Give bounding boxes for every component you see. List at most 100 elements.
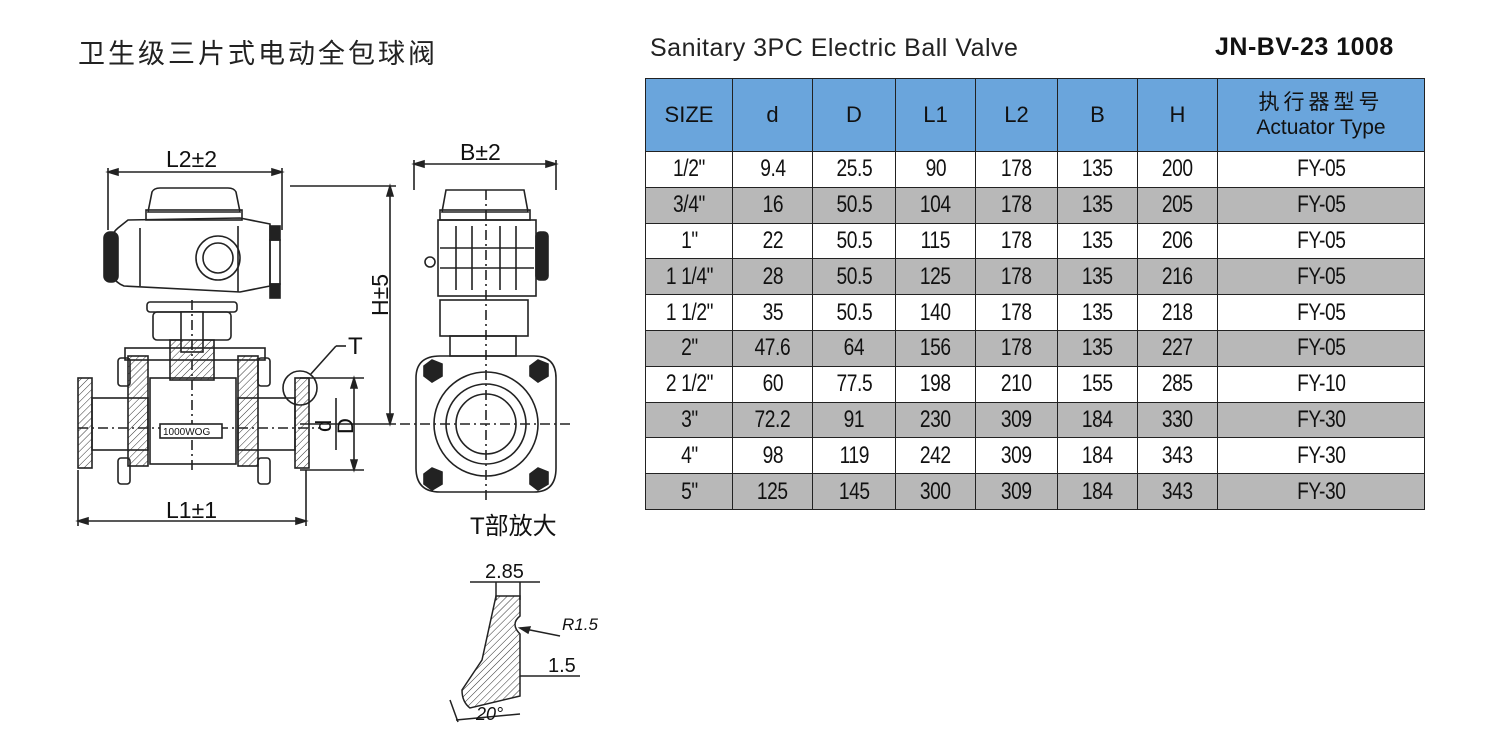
valve-technical-drawing: L2±2 B±2 H±5 T d D 1000WOG L1±1 T部放大 2.8… — [75, 139, 598, 724]
cell-text: 50.5 — [836, 298, 872, 326]
cell-text: 119 — [839, 441, 869, 469]
header-actuator-cn: 执行器型号 — [1258, 90, 1384, 114]
cell-text: FY-05 — [1296, 226, 1346, 254]
cell-l2: 178 — [975, 329, 1058, 367]
cell-D: 50.5 — [812, 186, 896, 224]
cell-actuator: FY-30 — [1217, 437, 1425, 475]
cell-d: 125 — [732, 473, 813, 510]
cell-text: FY-05 — [1296, 262, 1346, 290]
cell-text: 2" — [680, 334, 698, 362]
detail-285-label: 2.85 — [485, 561, 524, 583]
cell-text: 178 — [1001, 262, 1032, 290]
cell-l2: 309 — [975, 473, 1058, 510]
cell-d: 16 — [732, 186, 813, 224]
cell-text: 77.5 — [836, 370, 872, 398]
cell-text: 2 1/2" — [665, 370, 713, 398]
cell-text: 72.2 — [754, 405, 791, 433]
cell-size: 4" — [645, 437, 733, 475]
cell-actuator: FY-05 — [1217, 222, 1425, 260]
cell-size: 1 1/4" — [645, 258, 733, 296]
cell-text: FY-05 — [1296, 155, 1346, 183]
cell-text: 145 — [838, 477, 870, 505]
cell-d: 98 — [732, 437, 813, 475]
cell-D: 64 — [812, 329, 896, 367]
cell-size: 2" — [645, 329, 733, 367]
cell-text: 205 — [1162, 191, 1193, 219]
cell-b: 184 — [1057, 401, 1138, 439]
cell-text: 25.5 — [836, 155, 872, 183]
cell-actuator: FY-05 — [1217, 151, 1425, 188]
cell-text: 206 — [1162, 226, 1193, 254]
cell-text: 60 — [762, 370, 783, 398]
cell-l2: 178 — [975, 222, 1058, 260]
cell-text: 135 — [1082, 334, 1113, 362]
cell-size: 3" — [645, 401, 733, 439]
cell-text: 218 — [1162, 298, 1193, 326]
cell-text: 3" — [680, 405, 698, 433]
cell-text: 35 — [762, 298, 783, 326]
cell-h: 216 — [1137, 258, 1218, 296]
cell-d: 60 — [732, 365, 813, 403]
cell-h: 200 — [1137, 151, 1218, 188]
dim-d-small-label: d — [311, 420, 336, 432]
header-d: d — [732, 78, 813, 152]
title-english: Sanitary 3PC Electric Ball Valve — [650, 34, 1019, 62]
dim-l2-label: L2±2 — [166, 146, 217, 172]
cell-h: 227 — [1137, 329, 1218, 367]
cell-D: 50.5 — [812, 222, 896, 260]
cell-text: FY-30 — [1296, 477, 1346, 505]
cell-actuator: FY-30 — [1217, 401, 1425, 439]
cell-h: 330 — [1137, 401, 1218, 439]
cell-d: 47.6 — [732, 329, 813, 367]
cell-h: 206 — [1137, 222, 1218, 260]
cell-b: 135 — [1057, 294, 1138, 331]
cell-size: 1" — [645, 222, 733, 260]
cell-text: FY-05 — [1296, 298, 1346, 326]
title-chinese: 卫生级三片式电动全包球阀 — [78, 39, 438, 70]
cell-text: 22 — [762, 226, 783, 254]
header-l2: L2 — [975, 78, 1058, 152]
cell-text: 91 — [843, 405, 865, 433]
header-actuator-en: Actuator Type — [1256, 116, 1386, 139]
cell-text: 178 — [1001, 298, 1032, 326]
table-header-row: SIZE d D L1 L2 B H 执行器型号 Actuator Type — [645, 78, 1425, 152]
cell-l1: 115 — [895, 222, 976, 260]
cell-text: 178 — [1001, 226, 1032, 254]
cell-b: 135 — [1057, 329, 1138, 367]
cell-text: 1/2" — [673, 155, 705, 183]
cell-d: 35 — [732, 294, 813, 331]
cell-l1: 242 — [895, 437, 976, 475]
cell-l2: 178 — [975, 294, 1058, 331]
cell-text: 309 — [1001, 441, 1032, 469]
cell-text: 210 — [1001, 370, 1032, 398]
cell-text: 135 — [1082, 298, 1113, 326]
cell-text: 343 — [1162, 441, 1193, 469]
cell-l2: 178 — [975, 258, 1058, 296]
cell-actuator: FY-05 — [1217, 329, 1425, 367]
dim-l1-label: L1±1 — [166, 497, 217, 523]
t-marker-label: T — [348, 333, 363, 360]
cell-l1: 140 — [895, 294, 976, 331]
cell-text: 309 — [1001, 477, 1032, 505]
cell-l2: 210 — [975, 365, 1058, 403]
cell-text: 178 — [1001, 191, 1032, 219]
cell-D: 50.5 — [812, 258, 896, 296]
cell-text: 155 — [1082, 370, 1113, 398]
detail-15-label: 1.5 — [548, 655, 576, 677]
cell-text: FY-30 — [1296, 441, 1346, 469]
cell-l1: 230 — [895, 401, 976, 439]
cell-l2: 309 — [975, 401, 1058, 439]
cell-D: 91 — [812, 401, 896, 439]
header-size: SIZE — [645, 78, 733, 152]
dim-h-label: H±5 — [367, 274, 393, 316]
header-actuator-type: 执行器型号 Actuator Type — [1217, 78, 1425, 152]
cell-text: 216 — [1162, 262, 1193, 290]
